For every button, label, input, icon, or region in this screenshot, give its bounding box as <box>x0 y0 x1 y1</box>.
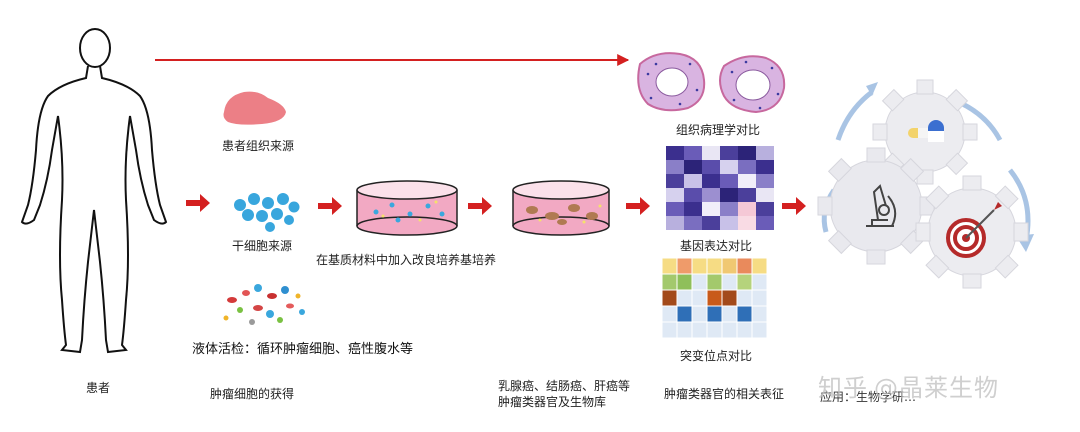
capsule-icon <box>908 120 944 142</box>
liquid-biopsy-icon <box>223 284 305 325</box>
mutation-grid-icon <box>661 257 768 339</box>
organoid-dish-icon <box>512 180 610 236</box>
stem-cell-source-label: 干细胞来源 <box>232 239 293 253</box>
organoid-characterization-label: 肿瘤类器官的相关表征 <box>664 387 785 401</box>
process-arrows <box>186 194 806 215</box>
watermark-right: @晶莱生物 <box>874 374 999 402</box>
stem-cells-icon <box>234 193 300 232</box>
watermark: 知乎@晶莱生物 <box>818 368 1005 403</box>
culture-dish-icon <box>356 180 458 236</box>
biobank-label-line1: 乳腺癌、结肠癌、肝癌等 <box>498 379 631 393</box>
tissue-source-label: 患者组织来源 <box>222 139 295 153</box>
mutation-site-label: 突变位点对比 <box>680 349 753 363</box>
tumor-cell-acquisition-label: 肿瘤细胞的获得 <box>210 387 295 401</box>
watermark-left: 知乎 <box>818 374 868 402</box>
tissue-icon <box>223 91 286 125</box>
liquid-biopsy-label: 液体活检：循环肿瘤细胞、癌性腹水等 <box>192 342 414 357</box>
heatmap-icon <box>666 146 774 230</box>
human-figure-icon <box>20 28 168 354</box>
gear-cycle-icon <box>817 79 1034 289</box>
microscope-icon <box>866 184 897 227</box>
biobank-label-line2: 肿瘤类器官及生物库 <box>498 395 607 409</box>
applications-label: 应用：生物学研… <box>820 390 917 404</box>
patient-label: 患者 <box>86 381 111 395</box>
target-icon <box>946 202 1002 258</box>
histology-ring-icon <box>637 52 786 114</box>
histopathology-label: 组织病理学对比 <box>676 123 761 137</box>
gene-expression-label: 基因表达对比 <box>680 239 753 253</box>
culture-label: 在基质材料中加入改良培养基培养 <box>316 253 497 267</box>
